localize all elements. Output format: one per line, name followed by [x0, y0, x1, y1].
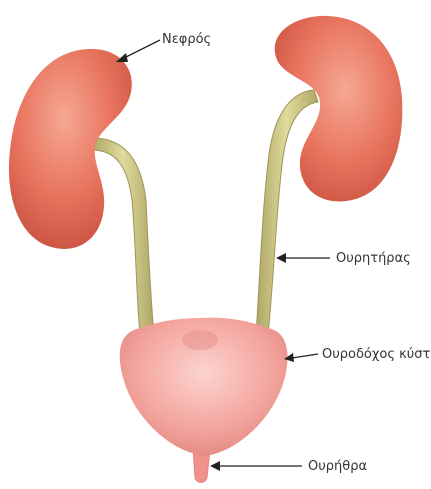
leader-urethra — [210, 461, 302, 471]
label-ureter: Ουρητήρας — [336, 251, 411, 266]
label-urethra: Ουρήθρα — [308, 459, 367, 474]
leader-bladder — [284, 353, 318, 362]
leader-kidney — [116, 40, 160, 62]
right-ureter — [256, 90, 318, 335]
leader-ureter — [276, 253, 330, 263]
bladder-highlight — [182, 330, 218, 350]
label-bladder: Ουροδόχος κύστη — [322, 347, 431, 362]
ureters — [92, 90, 318, 335]
label-kidney: Νεφρός — [162, 32, 211, 47]
left-ureter — [92, 138, 154, 335]
